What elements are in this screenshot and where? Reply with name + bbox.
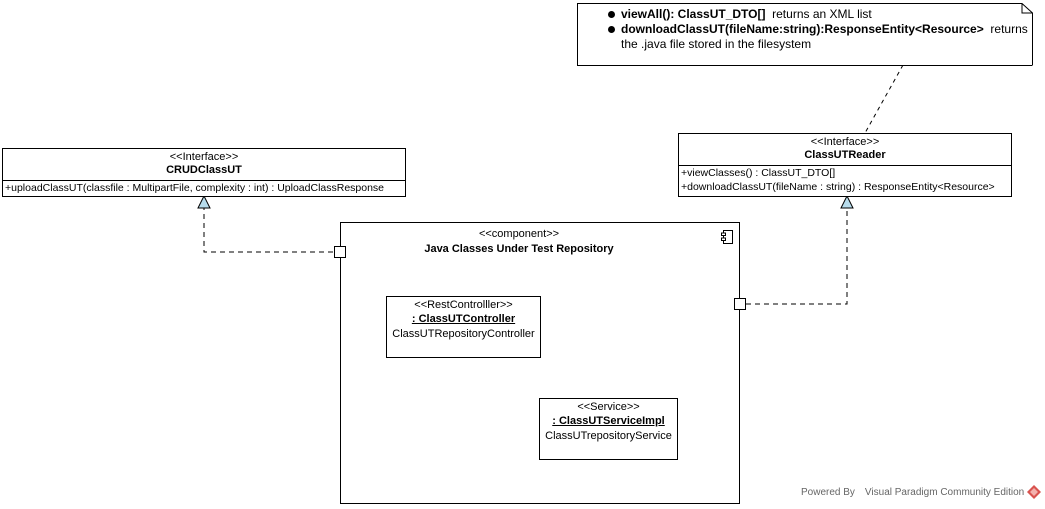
note-line-2-description: returns: [990, 22, 1028, 36]
service-name: ClassUTrepositoryService: [545, 430, 672, 442]
reader-realization-line: [746, 208, 848, 305]
note-anchor-line: [864, 64, 904, 134]
note-line-1: viewAll(): ClassUT_DTO[] returns an XML …: [621, 7, 872, 22]
component-port-right[interactable]: [734, 298, 746, 310]
note-outline: [577, 3, 1033, 66]
divider: [679, 165, 1011, 166]
component-icon: [721, 230, 733, 244]
component-port-left[interactable]: [334, 246, 346, 258]
note-line-2: downloadClassUT(fileName:string):Respons…: [621, 22, 1028, 37]
crud-interface-operation: +uploadClassUT(classfile : MultipartFile…: [5, 182, 385, 194]
controller-stereotype: <<RestControlller>>: [414, 299, 513, 311]
reader-interface-operation-2: +downloadClassUT(fileName : string) : Re…: [681, 181, 995, 193]
note-line-1-operation: viewAll(): ClassUT_DTO[]: [621, 7, 766, 21]
crud-interface-name: CRUDClassUT: [166, 164, 242, 176]
note-line-1-description: returns an XML list: [772, 7, 872, 21]
note-box: [577, 3, 1032, 66]
note-line-2-operation: downloadClassUT(fileName:string):Respons…: [621, 22, 984, 36]
reader-interface-stereotype: <<Interface>>: [810, 136, 880, 148]
component-box[interactable]: <<component>> Java Classes Under Test Re…: [340, 222, 740, 504]
reader-interface-operation-1: +viewClasses() : ClassUT_DTO[]: [681, 167, 836, 179]
bullet-icon: [608, 11, 615, 18]
note-line-3: the .java file stored in the filesystem: [621, 37, 812, 51]
crud-realization-line: [203, 208, 333, 253]
reader-interface-box[interactable]: <<Interface>> ClassUTReader +viewClasses…: [678, 133, 1012, 197]
bullet-icon: [608, 26, 615, 33]
reader-realization-arrowhead: [840, 194, 854, 209]
service-box[interactable]: <<Service>> : ClassUTServiceImpl ClassUT…: [539, 398, 678, 460]
crud-interface-box[interactable]: <<Interface>> CRUDClassUT +uploadClassUT…: [2, 148, 406, 197]
powered-by-text: Powered By Visual Paradigm Community Edi…: [801, 487, 1025, 498]
crud-realization-arrowhead: [197, 194, 211, 209]
controller-box[interactable]: <<RestControlller>> : ClassUTController …: [386, 296, 541, 358]
service-instance: : ClassUTServiceImpl: [552, 415, 665, 427]
component-name: Java Classes Under Test Repository: [424, 243, 614, 255]
controller-name: ClassUTRepositoryController: [392, 328, 535, 340]
reader-interface-name: ClassUTReader: [804, 149, 886, 161]
visual-paradigm-logo-icon: [1027, 485, 1041, 499]
crud-interface-stereotype: <<Interface>>: [169, 151, 239, 163]
component-stereotype: <<component>>: [478, 228, 560, 240]
divider: [3, 180, 405, 181]
controller-instance: : ClassUTController: [411, 313, 516, 325]
service-stereotype: <<Service>>: [577, 401, 640, 413]
